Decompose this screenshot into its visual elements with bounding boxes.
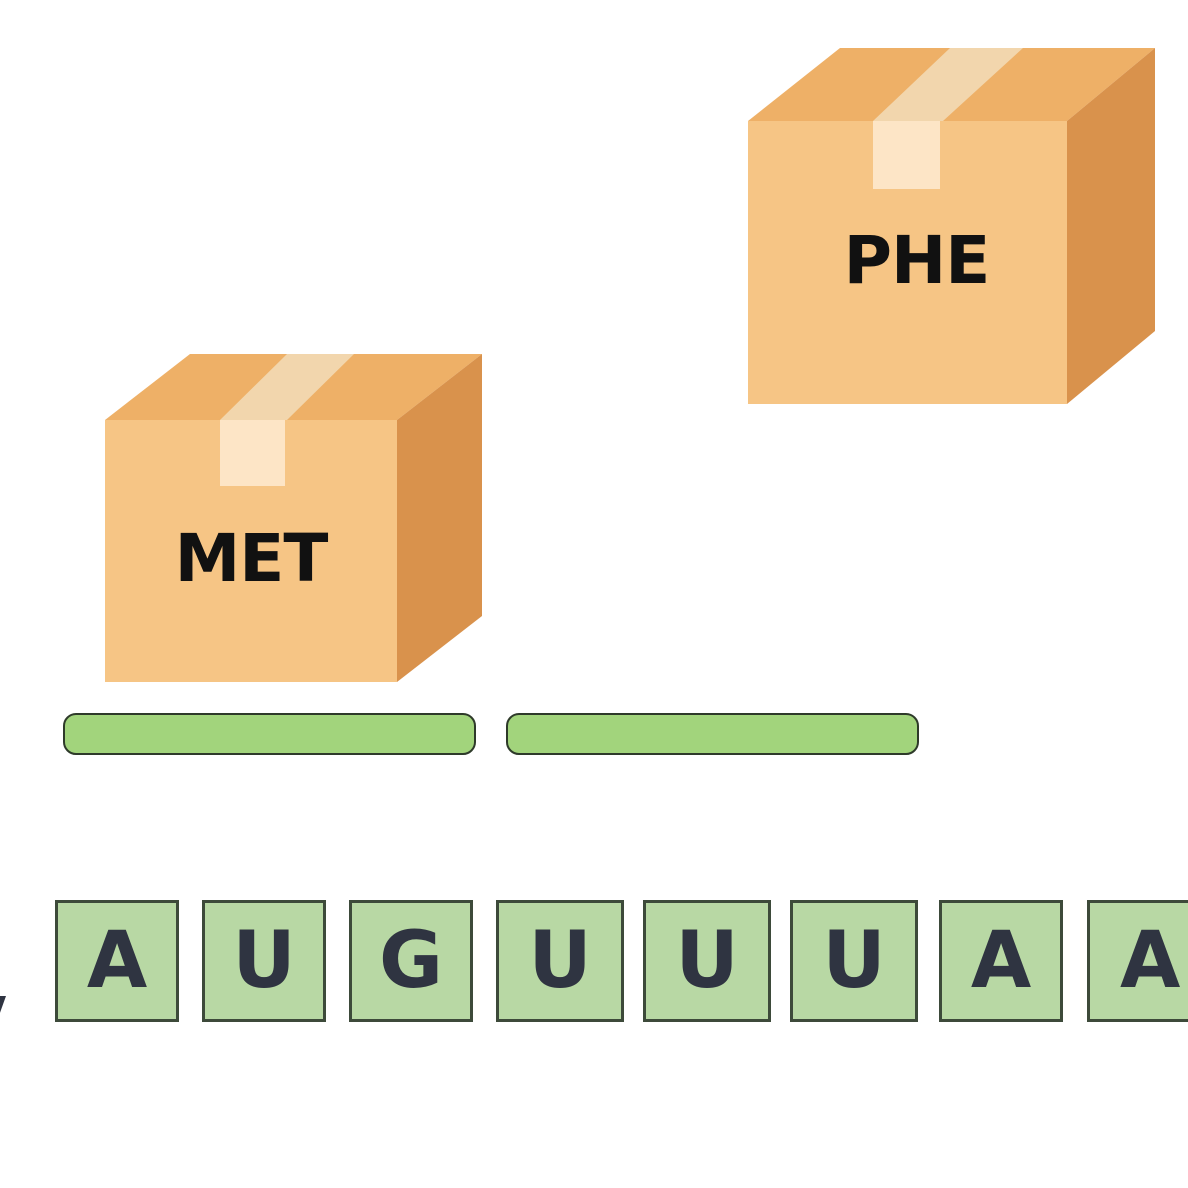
- nucleotide: U: [790, 900, 918, 1022]
- nucleotide: G: [349, 900, 473, 1022]
- nucleotide: U: [496, 900, 624, 1022]
- nucleotide: U: [202, 900, 326, 1022]
- box-label: MET: [174, 520, 329, 597]
- trna-bar-phe: [506, 713, 919, 755]
- box-label: PHE: [843, 222, 991, 299]
- nucleotide: A: [1087, 900, 1188, 1022]
- trna-bar-met: [63, 713, 476, 755]
- met-amino-acid-box: MET: [100, 350, 485, 690]
- nucleotide: A: [939, 900, 1063, 1022]
- box-icon: [105, 354, 482, 682]
- nucleotide: U: [643, 900, 771, 1022]
- box-icon: [748, 48, 1155, 404]
- offscreen-nucleotide-fragment: [0, 996, 6, 1026]
- phe-amino-acid-box: PHE: [745, 44, 1160, 409]
- nucleotide: A: [55, 900, 179, 1022]
